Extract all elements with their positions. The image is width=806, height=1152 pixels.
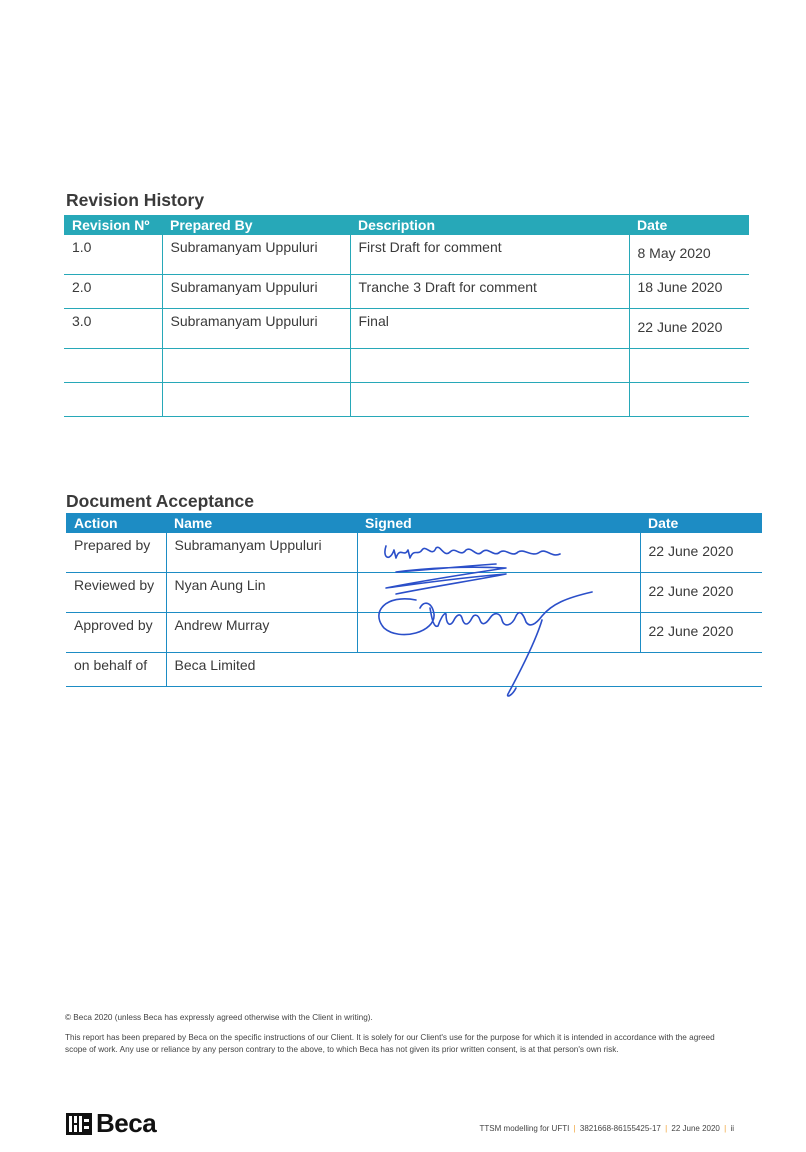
revision-history-title: Revision History: [66, 190, 205, 210]
header-signed: Signed: [357, 513, 640, 533]
table-row: on behalf of Beca Limited: [66, 652, 762, 687]
description: Final: [349, 308, 629, 349]
prepared-by: [161, 382, 350, 417]
table-row: [64, 382, 749, 417]
page-footer: TTSM modelling for UFTI | 3821668-861554…: [480, 1124, 734, 1133]
prepared-by: Subramanyam Uppuluri: [161, 274, 350, 309]
name: Andrew Murray: [165, 612, 357, 653]
action: Approved by: [66, 612, 166, 653]
revision-date: 22 June 2020: [628, 308, 749, 349]
description: [349, 348, 629, 383]
header-prepared-by: Prepared By: [162, 215, 350, 235]
name: Nyan Aung Lin: [165, 572, 357, 613]
table-row: Approved by Andrew Murray 22 June 2020: [66, 612, 762, 653]
prepared-by: Subramanyam Uppuluri: [161, 235, 350, 275]
header-date: Date: [640, 513, 762, 533]
action: on behalf of: [66, 652, 166, 687]
revision-date: [628, 348, 749, 383]
header-description: Description: [350, 215, 629, 235]
description: First Draft for comment: [349, 235, 629, 275]
signature-cell: [357, 652, 640, 687]
action: Prepared by: [66, 533, 166, 573]
disclaimer: This report has been prepared by Beca on…: [65, 1033, 715, 1054]
table-row: Prepared by Subramanyam Uppuluri 22 June…: [66, 533, 762, 573]
description: Tranche 3 Draft for comment: [349, 274, 629, 309]
table-row: 1.0 Subramanyam Uppuluri First Draft for…: [64, 235, 749, 275]
table-row: 3.0 Subramanyam Uppuluri Final 22 June 2…: [64, 308, 749, 349]
acceptance-date: 22 June 2020: [639, 533, 762, 573]
separator: |: [573, 1124, 576, 1133]
logo-text: Beca: [96, 1108, 157, 1138]
prepared-by: [161, 348, 350, 383]
acceptance-date: [640, 652, 762, 687]
table-header-row: Action Name Signed Date: [66, 513, 762, 533]
beca-logo: Beca: [66, 1108, 157, 1139]
revision-number: 3.0: [64, 308, 162, 349]
document-reference: 3821668-86155425-17: [579, 1124, 661, 1133]
beca-logo-icon: [66, 1112, 92, 1135]
document-acceptance-table: Action Name Signed Date Prepared by Subr…: [66, 513, 762, 687]
revision-number: 2.0: [64, 274, 162, 309]
revision-date: 18 June 2020: [628, 274, 749, 309]
description: [349, 382, 629, 417]
document-name: TTSM modelling for UFTI: [479, 1124, 570, 1133]
table-row: [64, 348, 749, 383]
signature-cell: [356, 612, 640, 653]
action: Reviewed by: [66, 572, 166, 613]
table-row: Reviewed by Nyan Aung Lin 22 June 2020: [66, 572, 762, 613]
header-name: Name: [166, 513, 357, 533]
document-acceptance-title: Document Acceptance: [66, 491, 255, 511]
name: Beca Limited: [165, 652, 357, 687]
revision-number: [64, 348, 162, 383]
document-date: 22 June 2020: [671, 1124, 720, 1133]
revision-number: [64, 382, 162, 417]
copyright-notice: © Beca 2020 (unless Beca has expressly a…: [65, 1013, 373, 1022]
revision-history-table: Revision Nº Prepared By Description Date…: [64, 215, 749, 417]
name: Subramanyam Uppuluri: [165, 533, 357, 573]
signature-cell: [356, 533, 640, 573]
revision-number: 1.0: [64, 235, 162, 275]
page-number: ii: [730, 1124, 734, 1133]
separator: |: [724, 1124, 727, 1133]
table-row: 2.0 Subramanyam Uppuluri Tranche 3 Draft…: [64, 274, 749, 309]
revision-date: [628, 382, 749, 417]
signature-cell: [356, 572, 640, 613]
revision-date: 8 May 2020: [628, 235, 749, 275]
header-action: Action: [66, 513, 166, 533]
header-date: Date: [629, 215, 749, 235]
prepared-by: Subramanyam Uppuluri: [161, 308, 350, 349]
table-header-row: Revision Nº Prepared By Description Date: [64, 215, 749, 235]
header-revision-no: Revision Nº: [64, 215, 162, 235]
separator: |: [665, 1124, 668, 1133]
acceptance-date: 22 June 2020: [639, 612, 762, 653]
acceptance-date: 22 June 2020: [639, 572, 762, 613]
